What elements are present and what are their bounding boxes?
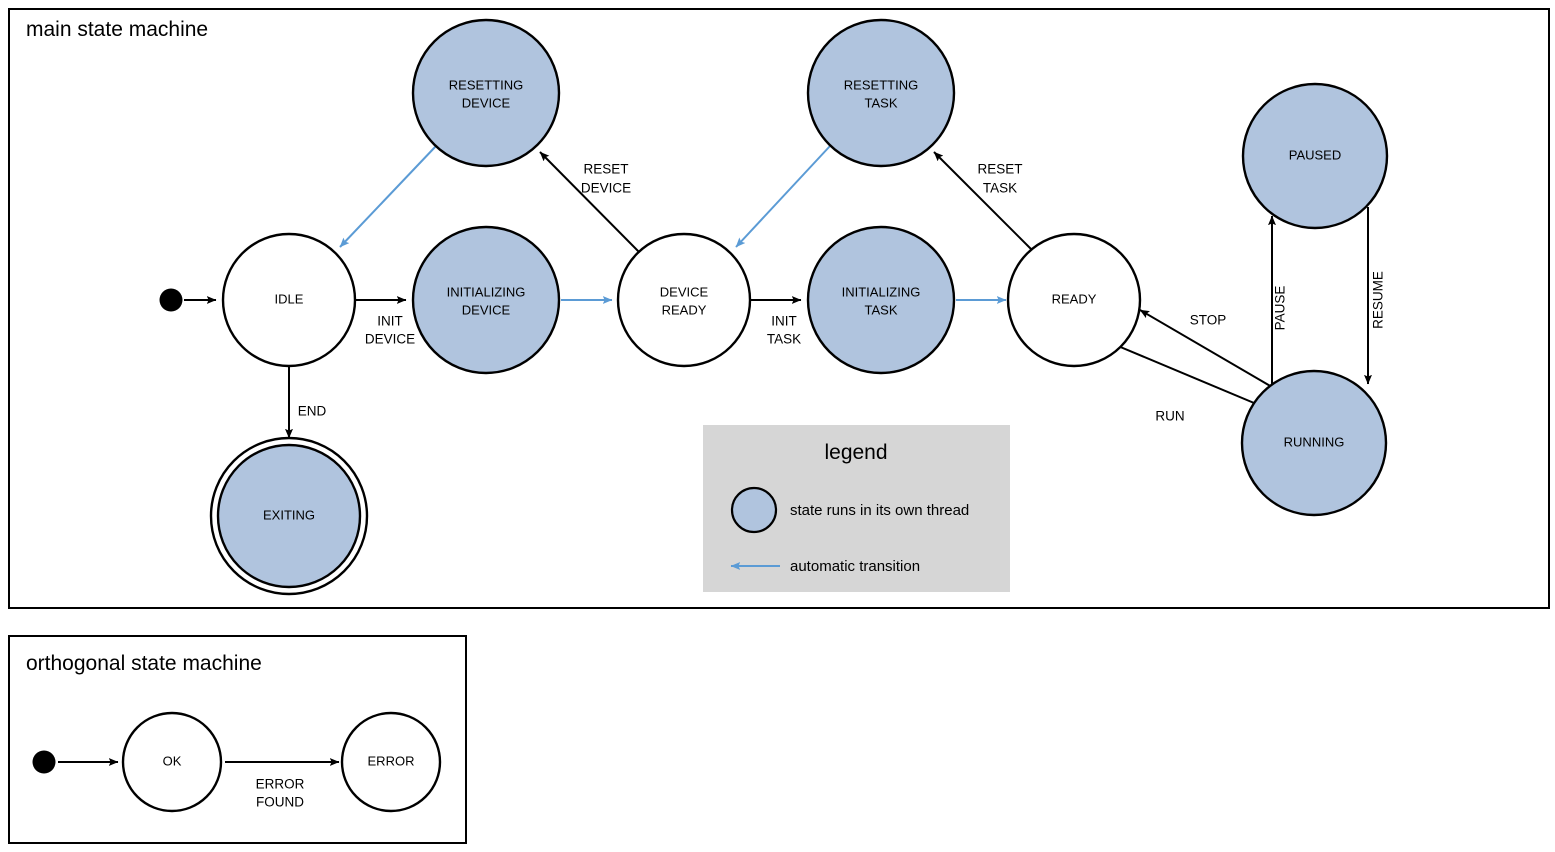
state-running[interactable]: RUNNING: [1240, 369, 1388, 517]
transition-deviceready-init-task[interactable]: INIT TASK: [750, 296, 802, 347]
final-state-outer-ring: [209, 436, 369, 596]
transition-idle-init-device[interactable]: INIT DEVICE: [355, 296, 415, 347]
transition-running-pause[interactable]: PAUSE: [1268, 215, 1288, 400]
transition-label-error-found-line1: ERROR: [256, 777, 305, 792]
transition-label-end: END: [298, 404, 327, 419]
transition-idle-end[interactable]: END: [285, 366, 327, 439]
state-label-paused: PAUSED: [1289, 147, 1342, 162]
transitions-layer: INIT DEVICE END RESET DEVICE INIT TASK: [184, 145, 1386, 439]
transition-label-run: RUN: [1155, 409, 1184, 424]
legend-item-automatic-arrow: automatic transition: [730, 558, 920, 575]
transition-ortho-ok-error[interactable]: ERROR FOUND: [225, 758, 340, 810]
state-label-resetting-task-line1: RESETTING: [844, 77, 918, 92]
state-idle[interactable]: IDLE: [221, 232, 357, 368]
transition-label-resume: RESUME: [1371, 271, 1386, 329]
state-label-initializing-device-line1: INITIALIZING: [447, 284, 526, 299]
orthogonal-state-machine-container: orthogonal state machine ERROR FOUND OK …: [8, 635, 467, 844]
transition-label-init-device-line1: INIT: [377, 314, 403, 329]
legend-item-thread-swatch: state runs in its own thread: [730, 486, 969, 534]
state-device-ready[interactable]: DEVICE READY: [616, 232, 752, 368]
legend: legend state runs in its own thread auto…: [703, 425, 1010, 592]
orthogonal-container-title: orthogonal state machine: [26, 652, 262, 675]
state-paused[interactable]: PAUSED: [1241, 82, 1389, 230]
transition-label-reset-device-line1: RESET: [583, 162, 628, 177]
legend-label-automatic: automatic transition: [790, 558, 920, 575]
state-resetting-device[interactable]: RESETTING DEVICE: [411, 18, 561, 168]
transition-resetdev-idle[interactable]: [339, 145, 437, 248]
state-label-initializing-device-line2: DEVICE: [462, 302, 511, 317]
transition-paused-resume[interactable]: RESUME: [1364, 207, 1386, 385]
state-ready[interactable]: READY: [1006, 232, 1142, 368]
transition-running-stop[interactable]: STOP: [1139, 309, 1273, 388]
transition-ready-run[interactable]: RUN: [1117, 345, 1267, 424]
state-label-resetting-device-line2: DEVICE: [462, 95, 511, 110]
transition-resettask-deviceready[interactable]: [735, 145, 831, 248]
state-label-resetting-task-line2: TASK: [865, 95, 898, 110]
transition-label-init-task-line1: INIT: [771, 314, 797, 329]
transition-label-pause: PAUSE: [1273, 286, 1288, 331]
transition-label-reset-task-line2: TASK: [983, 181, 1017, 196]
state-label-device-ready-line2: READY: [662, 302, 707, 317]
state-label-ok: OK: [163, 753, 182, 768]
transition-label-reset-device-line2: DEVICE: [581, 181, 631, 196]
state-label-initializing-task-line1: INITIALIZING: [842, 284, 921, 299]
threaded-state-swatch-icon: [730, 486, 778, 534]
transition-label-error-found-line2: FOUND: [256, 795, 304, 810]
state-label-ready: READY: [1052, 291, 1097, 306]
transition-label-init-task-line2: TASK: [767, 332, 801, 347]
initial-state-dot: [159, 288, 183, 312]
state-initializing-device[interactable]: INITIALIZING DEVICE: [411, 225, 561, 375]
transition-label-reset-task-line1: RESET: [977, 162, 1022, 177]
state-label-idle: IDLE: [275, 291, 304, 306]
state-label-device-ready-line1: DEVICE: [660, 284, 709, 299]
state-initializing-task[interactable]: INITIALIZING TASK: [806, 225, 956, 375]
state-label-initializing-task-line2: TASK: [865, 302, 898, 317]
state-label-running: RUNNING: [1284, 434, 1345, 449]
state-resetting-task[interactable]: RESETTING TASK: [806, 18, 956, 168]
state-label-error: ERROR: [368, 753, 415, 768]
transition-label-init-device-line2: DEVICE: [365, 332, 415, 347]
states-layer: IDLE INITIALIZING DEVICE RESETTING DEVIC…: [159, 18, 1389, 596]
legend-label-thread: state runs in its own thread: [790, 502, 969, 519]
transition-ready-reset-task[interactable]: RESET TASK: [933, 151, 1036, 254]
transition-deviceready-reset-device[interactable]: RESET DEVICE: [539, 151, 641, 254]
legend-title: legend: [824, 441, 887, 464]
transition-label-stop: STOP: [1190, 313, 1227, 328]
state-ok[interactable]: OK: [121, 711, 223, 813]
state-error[interactable]: ERROR: [340, 711, 442, 813]
state-label-resetting-device-line1: RESETTING: [449, 77, 523, 92]
ortho-initial-state-dot: [32, 750, 56, 774]
main-container-title: main state machine: [26, 18, 208, 41]
state-exiting[interactable]: EXITING: [209, 436, 369, 596]
state-label-exiting: EXITING: [263, 507, 315, 522]
